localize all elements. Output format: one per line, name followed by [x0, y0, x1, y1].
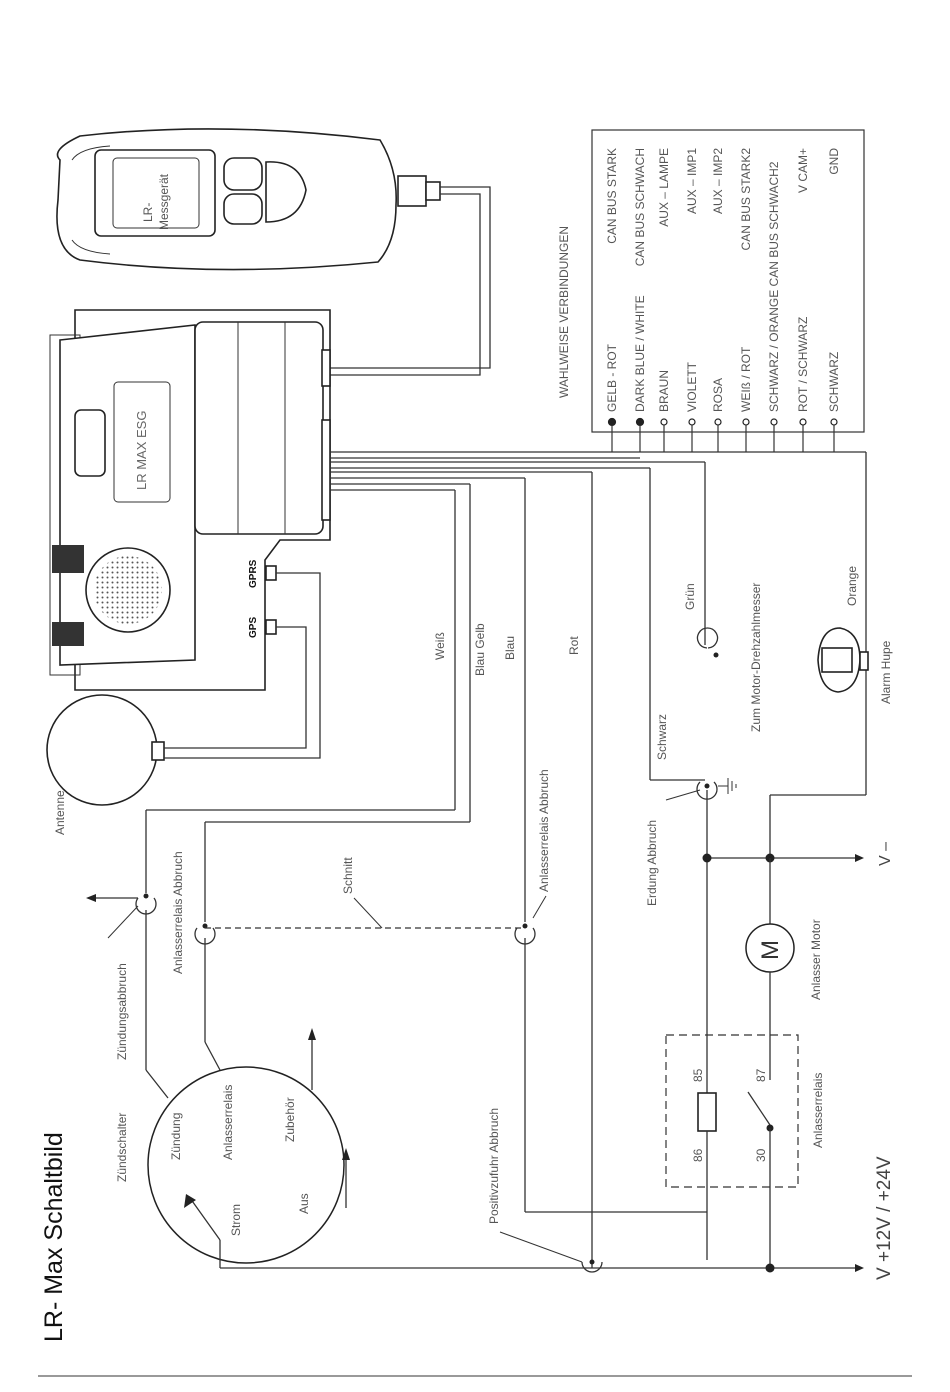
wire-label-schwarz: Schwarz [655, 714, 669, 760]
optional-wire-color: SCHWARZ [827, 352, 841, 412]
optional-wire-function: AUX – IMP2 [711, 148, 725, 214]
gprs-port-label: GPRS [248, 559, 259, 588]
optional-terminal [688, 418, 696, 426]
optional-wire-color: BRAUN [657, 370, 671, 412]
ignition-switch: Zündung Anlasserrelais Zubehör Strom Aus [145, 910, 350, 1268]
optional-wire-function: AUX – IMP1 [685, 148, 699, 214]
optional-terminal [607, 417, 617, 427]
pos-supply-cut-connector [581, 1261, 603, 1273]
optional-terminal [660, 418, 668, 426]
starter-motor-label: Anlasser Motor [809, 919, 823, 1000]
optional-wire-color: ROSA [711, 378, 725, 412]
wire-label-rot: Rot [567, 636, 581, 655]
ground-cut-label: Erdung Abbruch [645, 820, 659, 906]
optional-terminal [714, 418, 722, 426]
relay-pin-30: 30 [754, 1148, 768, 1162]
switch-position-zubehoer: Zubehör [283, 1097, 297, 1142]
handheld-device: LR- Messgerät [56, 128, 441, 271]
wire-bundle [145, 451, 867, 1268]
optional-wire-function: V CAM+ [796, 148, 810, 193]
optional-wire-function: CAN BUS SCHWACH [633, 148, 647, 266]
handheld-label-1: LR- [141, 203, 155, 222]
optional-wire-color: SCHWARZ / ORANGE CAN BUS SCHWACH2 [767, 161, 781, 412]
optional-wire-function: GND [827, 148, 841, 175]
pos-supply-cut-label: Positivzufuhr Abbruch [487, 1108, 501, 1224]
relay-pin-86: 86 [691, 1148, 705, 1162]
optional-wire-function: CAN BUS STARK2 [739, 148, 753, 251]
wire-label-weiss: Weiß [433, 632, 447, 660]
switch-position-anlasserrelais: Anlasserrelais [221, 1085, 235, 1160]
ignition-switch-label: Zündschalter [115, 1113, 129, 1182]
optional-terminal [770, 418, 778, 426]
wire-label-blau: Blau [503, 636, 517, 660]
wire-label-blau-gelb: Blau Gelb [473, 623, 487, 676]
optional-wire-color: WEIß / ROT [739, 346, 753, 412]
starter-relay-cut-label-right: Anlasserrelais Abbruch [537, 769, 551, 892]
optional-terminal [799, 418, 807, 426]
v-minus-label: V – [877, 842, 894, 866]
optional-wire-function: AUX – LAMPE [657, 148, 671, 227]
handheld-button[interactable] [223, 193, 263, 225]
starter-relay: 85 86 87 30 Anlasserrelais [665, 1034, 825, 1268]
optional-wire-function: CAN BUS STARK [605, 148, 619, 244]
main-unit: LR MAX ESG GPS GPRS [49, 309, 331, 691]
optional-terminal [830, 418, 838, 426]
relay-pin-85: 85 [691, 1068, 705, 1082]
antenna-label: Antenne [53, 790, 67, 835]
optional-terminal [635, 417, 645, 427]
switch-position-zuendung: Zündung [169, 1113, 183, 1160]
switch-position-strom: Strom [229, 1204, 243, 1236]
optional-heading: WAHLWEISE VERBINDUNGEN [557, 226, 571, 398]
cut-label: Schnitt [341, 857, 355, 894]
starter-relay-cut-label-left: Anlasserrelais Abbruch [171, 851, 185, 974]
antenna: Antenne [46, 694, 165, 835]
rpm-connector [696, 627, 719, 649]
ignition-cut-label: Zündungsabbruch [115, 963, 129, 1060]
starter-motor-symbol: M [757, 940, 784, 960]
optional-wire-color: ROT / SCHWARZ [796, 317, 810, 412]
alarm-horn [817, 627, 869, 693]
alarm-horn-label: Alarm Hupe [879, 640, 893, 704]
v-plus-label: V +12V / +24V [874, 1156, 895, 1280]
handheld-label-2: Messgerät [157, 173, 171, 230]
optional-wire-color: VIOLETT [685, 361, 699, 412]
main-unit-label: LR MAX ESG [134, 411, 149, 490]
relay-label: Anlasserrelais [811, 1073, 825, 1148]
optional-connections: WAHLWEISE VERBINDUNGEN GELB - ROT CAN BUS… [557, 129, 865, 452]
relay-pin-87: 87 [754, 1068, 768, 1082]
handheld-button[interactable] [223, 157, 263, 191]
wire-label-orange: Orange [845, 566, 859, 606]
optional-wire-color: GELB - ROT [605, 343, 619, 412]
motor-rpm-label: Zum Motor-Drehzahlmesser [749, 583, 763, 732]
optional-terminal [742, 418, 750, 426]
switch-position-aus: Aus [297, 1193, 311, 1214]
page-title: LR- Max Schaltbild [40, 1132, 68, 1342]
handheld-button[interactable] [265, 161, 307, 223]
optional-wire-color: DARK BLUE / WHITE [633, 295, 647, 412]
gps-port-label: GPS [248, 617, 259, 638]
wire-label-gruen: Grün [683, 583, 697, 610]
